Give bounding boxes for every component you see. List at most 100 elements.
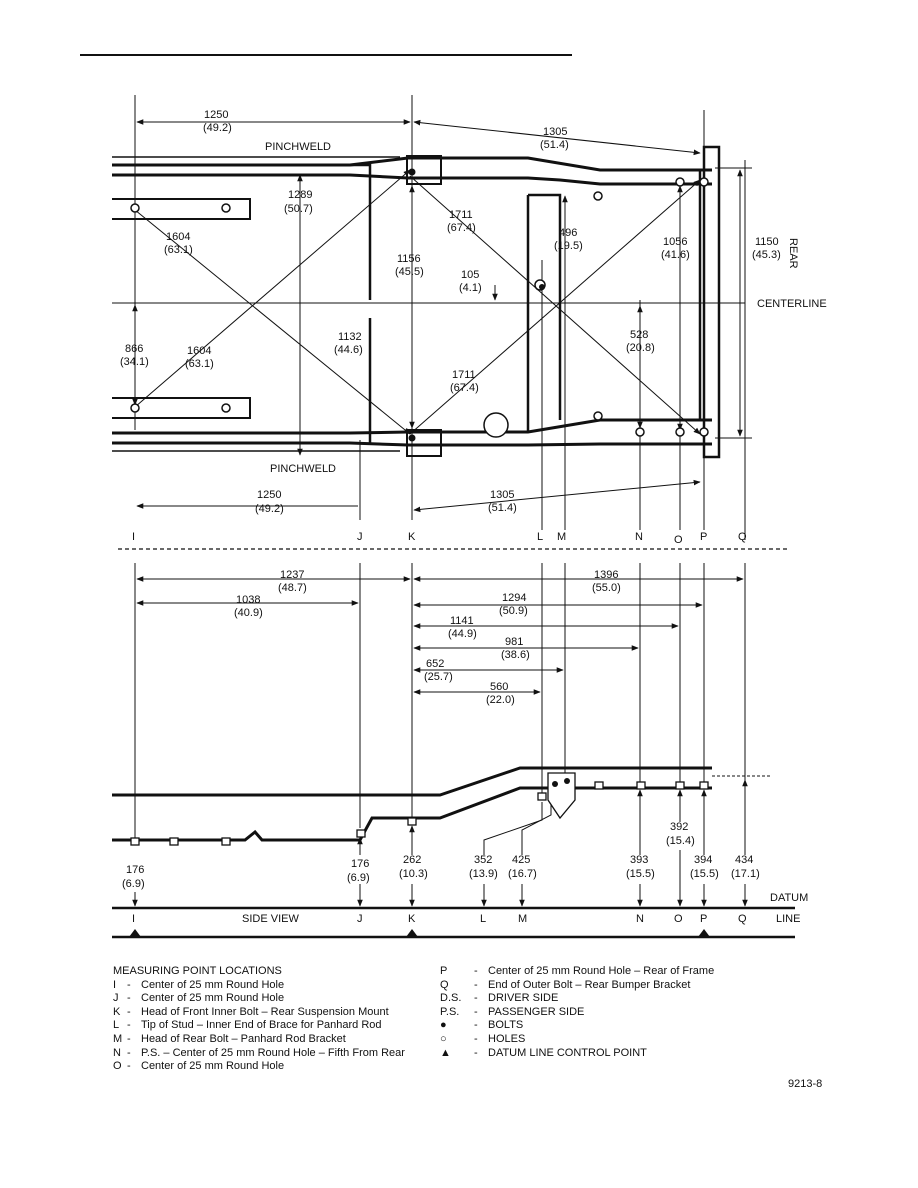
side-bolts: [552, 778, 570, 787]
side-point-o: O: [674, 913, 683, 925]
dim-652-in: (25.7): [424, 671, 453, 683]
dim-1305-bottom-in: (51.4): [488, 502, 517, 514]
dim-1711-a-in: (67.4): [447, 222, 476, 234]
plan-point-o: O: [674, 534, 683, 546]
dim-1294: 1294: [502, 592, 526, 604]
side-horizontal-dim-labels: 1237 (48.7) 1396 (55.0) 1038 (40.9) 1294…: [234, 569, 621, 706]
dim-425-in: (16.7): [508, 868, 537, 880]
dim-393: 393: [630, 854, 648, 866]
side-height-dim-labels: 176 (6.9) 176 (6.9) 262 (10.3) 352 (13.9…: [122, 821, 760, 890]
plan-point-i: I: [132, 531, 135, 543]
dim-1150: 1150: [755, 236, 779, 248]
dim-392-in: (15.4): [666, 835, 695, 847]
dim-866-in: (34.1): [120, 356, 149, 368]
plan-point-labels: I J K L M N O P Q: [132, 531, 747, 546]
dim-1156: 1156: [397, 253, 421, 265]
dim-352-in: (13.9): [469, 868, 498, 880]
pinchweld-top-label: PINCHWELD: [265, 141, 331, 153]
legend-item: J-Center of 25 mm Round Hole: [113, 992, 285, 1005]
datum-label: DATUM: [770, 892, 808, 904]
plan-point-m: M: [557, 531, 566, 543]
dim-1711-b: 1711: [452, 369, 476, 381]
legend-item: ○-HOLES: [440, 1032, 526, 1045]
dim-176-j: 176: [351, 858, 369, 870]
dim-1396: 1396: [594, 569, 618, 581]
dim-1604-a: 1604: [166, 231, 190, 243]
legend-item: P-Center of 25 mm Round Hole – Rear of F…: [440, 965, 715, 977]
legend-item: ●-BOLTS: [440, 1019, 524, 1032]
dim-1038-in: (40.9): [234, 607, 263, 619]
legend-title: MEASURING POINT LOCATIONS: [113, 965, 282, 977]
plan-point-q: Q: [738, 531, 747, 543]
dim-1604-b-in: (63.1): [185, 358, 214, 370]
centerline-label: CENTERLINE: [757, 298, 827, 310]
line-label: LINE: [776, 913, 800, 925]
dim-1711-b-in: (67.4): [450, 382, 479, 394]
dim-1250-bottom: 1250: [257, 489, 281, 501]
dim-1604-a-in: (63.1): [164, 244, 193, 256]
dim-1289-in: (50.7): [284, 203, 313, 215]
plan-holes: [130, 177, 709, 438]
dim-1711-a: 1711: [449, 209, 473, 221]
dim-1250-bottom-in: (49.2): [255, 503, 284, 515]
dim-981: 981: [505, 636, 523, 648]
dim-1305-bottom: 1305: [490, 489, 514, 501]
dim-1305-top-in: (51.4): [540, 139, 569, 151]
plan-point-l: L: [537, 531, 543, 543]
side-point-p: P: [700, 913, 707, 925]
dim-496-in: (19.5): [554, 240, 583, 252]
dim-1141: 1141: [450, 615, 474, 627]
side-horizontal-dims: [136, 576, 744, 695]
plan-point-j: J: [357, 531, 363, 543]
dim-1056: 1056: [663, 236, 687, 248]
dim-434-in: (17.1): [731, 868, 760, 880]
side-labels: SIDE VIEW DATUM LINE I J K L M N O P Q: [132, 892, 808, 925]
dim-528-in: (20.8): [626, 342, 655, 354]
side-view-label: SIDE VIEW: [242, 913, 299, 925]
dim-866: 866: [125, 343, 143, 355]
legend-item: M-Head of Rear Bolt – Panhard Rod Bracke…: [113, 1032, 346, 1045]
dim-425: 425: [512, 854, 530, 866]
legend-item: N-P.S. – Center of 25 mm Round Hole – Fi…: [113, 1046, 405, 1059]
dim-262: 262: [403, 854, 421, 866]
side-height-arrows: [132, 779, 748, 907]
dim-176-j-in: (6.9): [347, 872, 370, 884]
legend-left: MEASURING POINT LOCATIONS I-Center of 25…: [113, 965, 405, 1074]
plan-bolts: [408, 168, 545, 442]
plan-point-n: N: [635, 531, 643, 543]
side-point-q: Q: [738, 913, 747, 925]
legend-item: P.S.-PASSENGER SIDE: [440, 1005, 585, 1018]
legend-item: ▲-DATUM LINE CONTROL POINT: [440, 1046, 647, 1059]
dim-652: 652: [426, 658, 444, 670]
dim-1156-in: (45.5): [395, 266, 424, 278]
datum-control-points: [129, 929, 710, 937]
legend-item: K-Head of Front Inner Bolt – Rear Suspen…: [113, 1005, 389, 1018]
plan-point-p: P: [700, 531, 707, 543]
dim-394-in: (15.5): [690, 868, 719, 880]
dim-1250-top: 1250: [204, 109, 228, 121]
plan-diagonals: [134, 169, 701, 435]
dim-392: 392: [670, 821, 688, 833]
dim-1132-in: (44.6): [334, 344, 363, 356]
dim-1305-top: 1305: [543, 126, 567, 138]
dim-105: 105: [461, 269, 479, 281]
dim-560-in: (22.0): [486, 694, 515, 706]
dim-1289: 1289: [288, 189, 312, 201]
dim-393-in: (15.5): [626, 868, 655, 880]
dim-1056-in: (41.6): [661, 249, 690, 261]
side-point-i: I: [132, 913, 135, 925]
plan-extension-lines: [134, 95, 752, 540]
plan-point-k: K: [408, 531, 416, 543]
legend-item: L-Tip of Stud – Inner End of Brace for P…: [113, 1019, 382, 1032]
side-markers: [130, 772, 709, 846]
plan-view-frame: [112, 145, 721, 459]
legend-item: Q-End of Outer Bolt – Rear Bumper Bracke…: [440, 978, 691, 991]
dim-434: 434: [735, 854, 753, 866]
dim-1132: 1132: [338, 331, 362, 343]
dim-1250-top-in: (49.2): [203, 122, 232, 134]
plan-dimension-labels: 1250 (49.2) 1305 (51.4) 1289 (50.7) 1604…: [120, 109, 781, 515]
side-point-k: K: [408, 913, 416, 925]
dim-1294-in: (50.9): [499, 605, 528, 617]
dim-1038: 1038: [236, 594, 260, 606]
